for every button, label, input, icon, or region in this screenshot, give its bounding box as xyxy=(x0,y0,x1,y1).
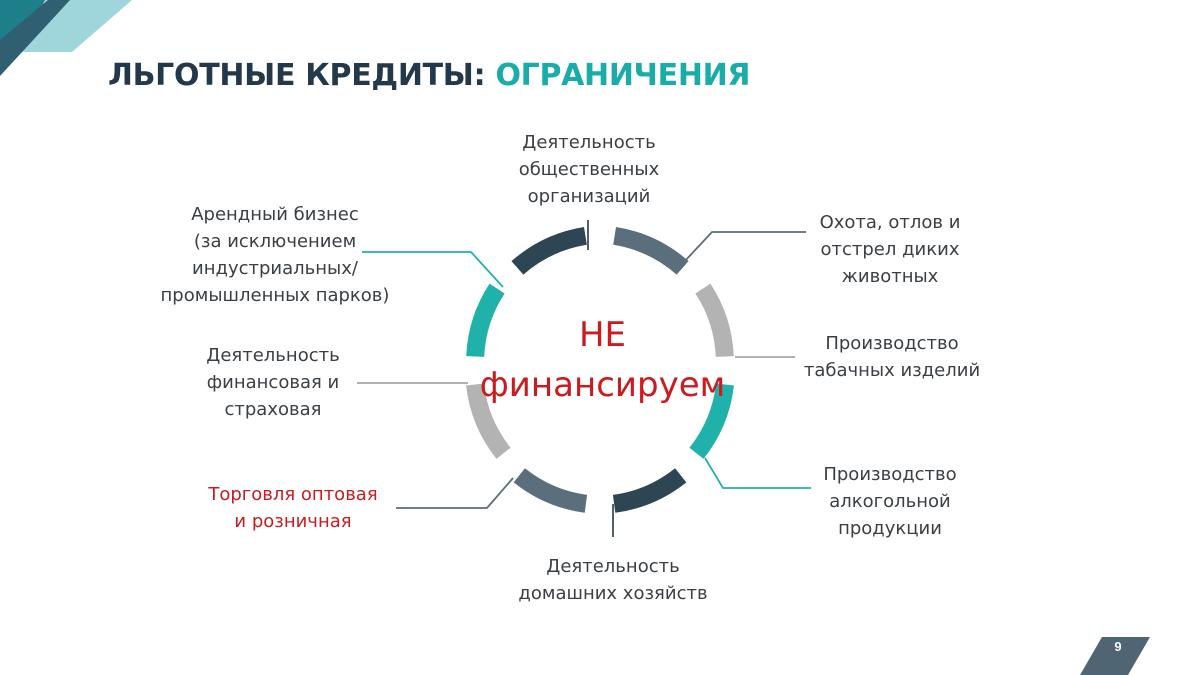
item-label-line: общественных xyxy=(518,159,660,180)
item-label-line: алкогольной xyxy=(829,491,951,512)
ring-segment-trade xyxy=(513,468,588,513)
connector-rental xyxy=(362,251,504,288)
item-label-line: финансовая и xyxy=(206,372,340,393)
item-label-households: Деятельность домашних хозяйств xyxy=(508,553,718,607)
title-accent: ОГРАНИЧЕНИЯ xyxy=(495,58,751,93)
item-label-rental: Арендный бизнес (за исключением индустриал… xyxy=(150,201,400,309)
ring-segment-public-orgs xyxy=(511,227,588,275)
center-caption-line1: НЕ xyxy=(578,315,627,355)
item-label-line: индустриальных/ xyxy=(192,258,358,279)
item-label-line: домашних хозяйств xyxy=(518,583,708,604)
item-label-line: Торговля оптовая xyxy=(208,484,378,505)
ring-segment-alcohol xyxy=(689,383,734,459)
item-label-alcohol: Производство алкогольной продукции xyxy=(805,461,975,542)
ring-segment-rental xyxy=(466,283,505,358)
ring-segment-hunting xyxy=(612,227,689,275)
item-label-finance: Деятельность финансовая и страховая xyxy=(193,342,353,423)
connector-trade xyxy=(396,477,514,509)
ring-segment-finance xyxy=(466,383,511,459)
connector-alcohol xyxy=(704,457,811,489)
item-label-line: страховая xyxy=(224,399,322,420)
item-label-tobacco: Производство табачных изделий xyxy=(797,330,987,384)
item-label-trade: Торговля оптовая и розничная xyxy=(198,481,388,535)
item-label-line: Арендный бизнес xyxy=(191,204,359,225)
item-label-line: Охота, отлов и xyxy=(819,212,961,233)
item-label-line: табачных изделий xyxy=(803,360,981,381)
connector-hunting xyxy=(683,231,806,263)
item-label-line: (за исключением xyxy=(193,231,357,252)
item-label-hunting: Охота, отлов и отстрел диких животных xyxy=(800,209,980,290)
item-label-line: Производство xyxy=(825,333,959,354)
title-main: ЛЬГОТНЫЕ КРЕДИТЫ: xyxy=(108,58,486,93)
item-label-line: животных xyxy=(841,266,939,287)
page-number-badge xyxy=(1080,637,1150,675)
item-label-line: Деятельность xyxy=(206,345,340,366)
page-number: 9 xyxy=(1114,639,1122,654)
corner-decoration xyxy=(0,0,132,76)
item-label-public-orgs: Деятельность общественных организаций xyxy=(489,129,689,210)
item-label-line: продукции xyxy=(838,518,942,539)
item-label-line: Производство xyxy=(823,464,957,485)
ring-segment-households xyxy=(612,468,687,513)
item-label-line: промышленных парков) xyxy=(160,285,390,306)
page-title: ЛЬГОТНЫЕ КРЕДИТЫ: ОГРАНИЧЕНИЯ xyxy=(108,58,751,93)
ring-segment-tobacco xyxy=(695,283,734,358)
center-caption-line2: финансируем xyxy=(479,365,726,405)
item-label-line: Деятельность xyxy=(546,556,680,577)
item-label-line: Деятельность xyxy=(522,132,656,153)
item-label-line: и розничная xyxy=(234,511,352,532)
item-label-line: организаций xyxy=(527,186,651,207)
center-caption: НЕ финансируем xyxy=(470,310,735,410)
item-label-line: отстрел диких xyxy=(820,239,960,260)
